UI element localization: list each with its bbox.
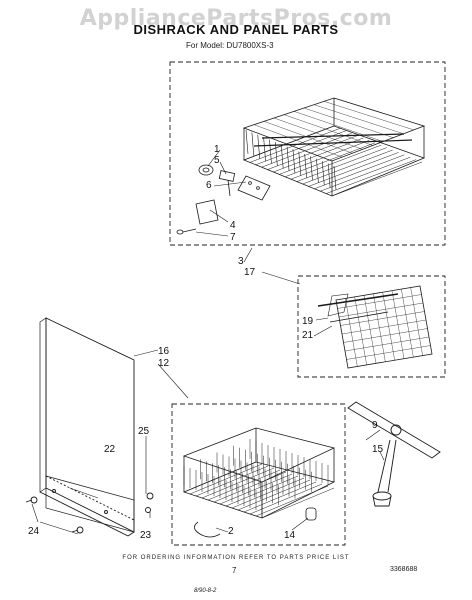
callout-9: 9 xyxy=(372,420,378,431)
page-title: DISHRACK AND PANEL PARTS xyxy=(133,22,339,37)
page-number: 7 xyxy=(232,566,237,575)
upper-rack-frame xyxy=(169,61,446,246)
door-panel xyxy=(25,317,154,537)
rack-adjuster-parts xyxy=(176,164,271,235)
callout-1: 1 xyxy=(214,144,220,155)
callout-15: 15 xyxy=(372,444,384,455)
callout-2: 2 xyxy=(228,526,234,537)
callout-21: 21 xyxy=(302,330,314,341)
callout-24: 24 xyxy=(28,526,40,537)
callout-7: 7 xyxy=(230,232,236,243)
upper-dishrack xyxy=(242,97,426,197)
watermark-text: AppliancePartsPros.com xyxy=(79,6,393,31)
callout-22: 22 xyxy=(104,444,116,455)
callout-6: 6 xyxy=(206,180,212,191)
leader-lines xyxy=(31,149,385,535)
callout-14: 14 xyxy=(284,530,296,541)
callout-4: 4 xyxy=(230,220,236,231)
callout-17: 17 xyxy=(244,267,256,278)
callout-23: 23 xyxy=(140,530,152,541)
silverware-basket-frame xyxy=(297,275,446,378)
spray-arm xyxy=(347,401,441,507)
model-label: For Model: DU7800XS-3 xyxy=(186,41,274,50)
document-number: 3368688 xyxy=(390,566,418,573)
ordering-note: FOR ORDERING INFORMATION REFER TO PARTS … xyxy=(122,555,350,561)
callout-labels: 1 5 6 4 7 3 17 19 21 16 12 9 15 22 25 24… xyxy=(28,144,384,541)
lower-rack-frame xyxy=(171,403,346,546)
lower-dishrack xyxy=(182,427,336,538)
callout-25: 25 xyxy=(138,426,150,437)
callout-19: 19 xyxy=(302,316,314,327)
revision-mark: 8/90-8-2 xyxy=(194,588,217,594)
callout-5: 5 xyxy=(214,155,220,166)
callout-16: 16 xyxy=(158,346,170,357)
callout-12: 12 xyxy=(158,358,170,369)
silverware-basket xyxy=(317,285,433,369)
callout-3: 3 xyxy=(238,256,244,267)
